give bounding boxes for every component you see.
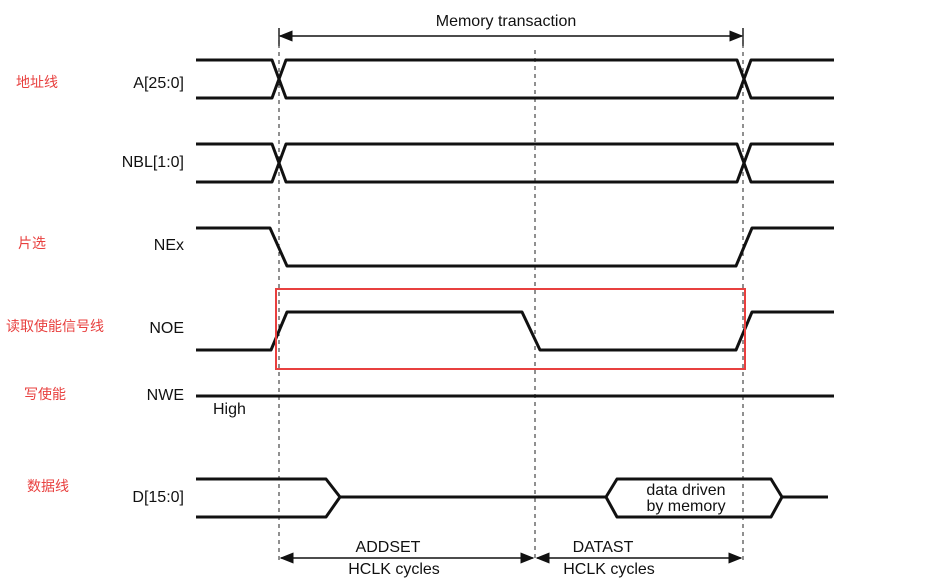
phase-addset-unit: HCLK cycles [348, 561, 440, 578]
diagram-title: Memory transaction [436, 13, 577, 30]
signal-label-data: D[15:0] [132, 489, 184, 506]
waveform-data [196, 477, 828, 519]
waveform-nbl [196, 142, 834, 184]
phase-datast-unit: HCLK cycles [563, 561, 655, 578]
signal-label-nbl: NBL[1:0] [122, 154, 184, 171]
waveform-address [196, 58, 834, 100]
annotation-write-enable: 写使能 [24, 386, 66, 403]
data-label-line1: data driven [646, 482, 725, 499]
phase-addset-name: ADDSET [356, 539, 421, 556]
data-label-line2: by memory [646, 498, 725, 515]
annotation-address-line: 地址线 [16, 75, 58, 91]
signal-label-nwe: NWE [147, 387, 184, 404]
nwe-state-label: High [213, 401, 246, 418]
signal-label-nex: NEx [154, 237, 184, 254]
annotation-chip-select: 片选 [18, 236, 46, 252]
phase-datast-name: DATAST [573, 539, 634, 556]
annotation-data-line: 数据线 [27, 479, 69, 495]
waveform-noe [196, 310, 834, 352]
waveform-nex [196, 226, 834, 268]
annotation-read-enable: 读取使能信号线 [6, 318, 104, 335]
signal-label-noe: NOE [149, 320, 184, 337]
signal-label-address: A[25:0] [133, 75, 184, 92]
noe-highlight-box [275, 288, 746, 370]
